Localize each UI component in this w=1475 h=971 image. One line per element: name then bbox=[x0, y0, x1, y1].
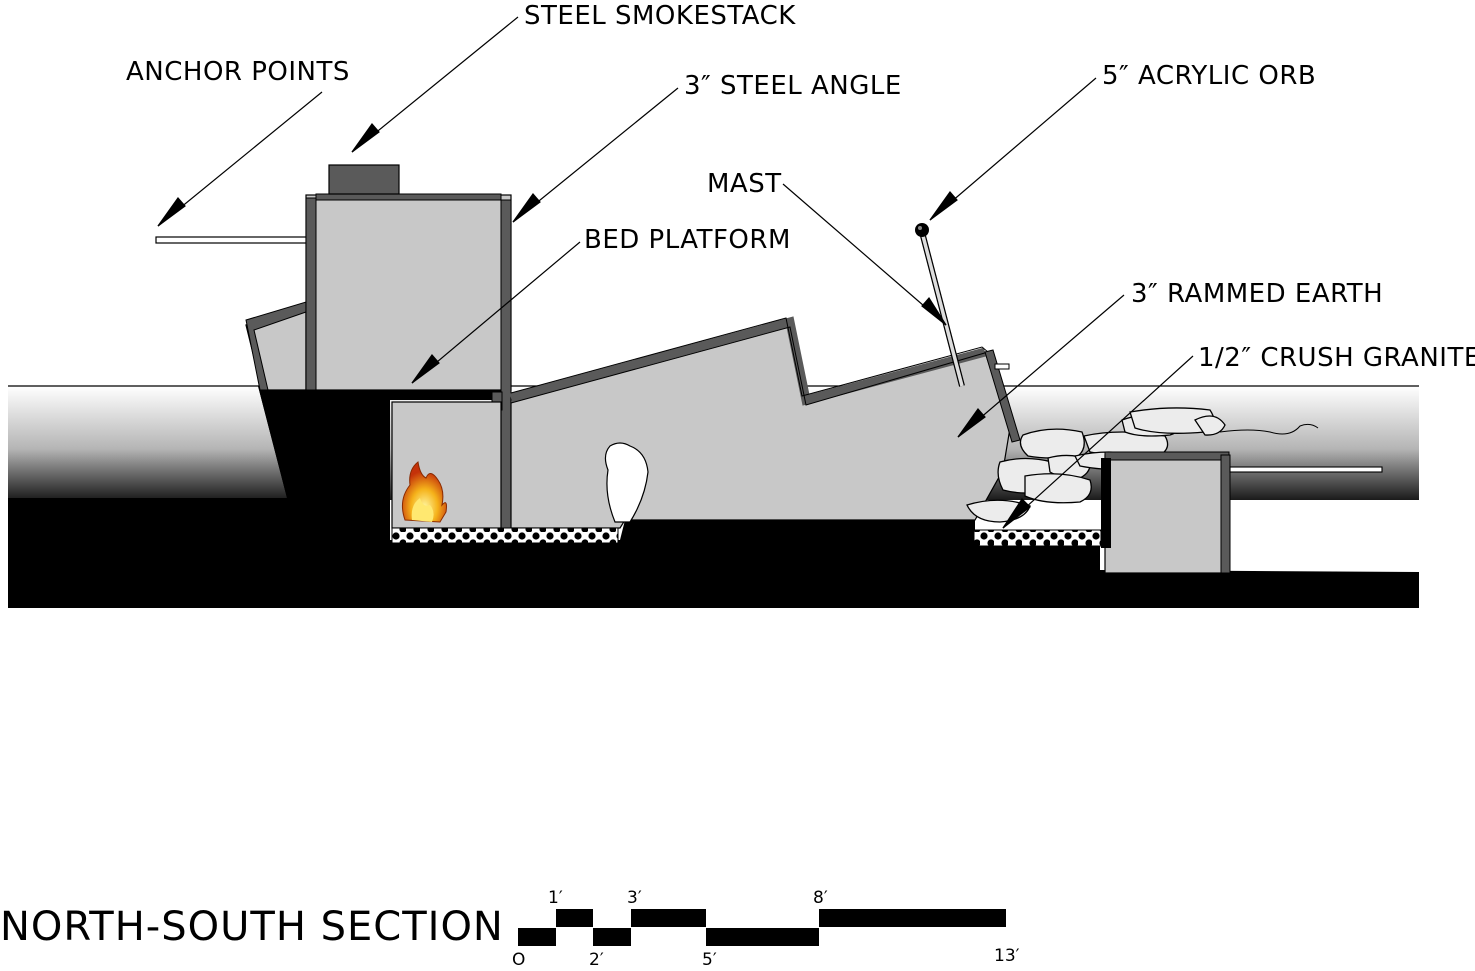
scale-label-3: 3′ bbox=[627, 888, 642, 908]
earth-wedge-left bbox=[258, 386, 390, 498]
main-stepped-wall bbox=[510, 321, 1011, 529]
drawing-title: NORTH-SOUTH SECTION bbox=[0, 904, 504, 950]
scale-label-5: 5′ bbox=[702, 950, 717, 970]
tower-body bbox=[305, 194, 512, 391]
scale-label-13: 13′ bbox=[994, 946, 1020, 966]
scale-label-8: 8′ bbox=[813, 888, 828, 908]
crush-granite-boulders bbox=[966, 407, 1226, 523]
label-acrylic-orb: 5″ ACRYLIC ORB bbox=[1102, 61, 1316, 91]
scale-seg-3-5 bbox=[631, 909, 706, 927]
scale-seg-5-8 bbox=[706, 928, 819, 946]
scale-label-1: 1′ bbox=[548, 888, 563, 908]
bed-platform bbox=[390, 390, 501, 400]
south-steel-angle bbox=[984, 349, 1021, 443]
scale-seg-1-2 bbox=[556, 909, 593, 927]
scale-seg-8-13 bbox=[819, 909, 1006, 927]
label-steel-smokestack: STEEL SMOKESTACK bbox=[524, 1, 796, 31]
interior-pillow bbox=[604, 442, 649, 523]
main-wall-steel-outline bbox=[510, 317, 990, 406]
gravel-bed-right bbox=[973, 529, 1102, 547]
anchor-rod-right bbox=[1229, 466, 1383, 473]
scale-bar: O 1′ 2′ 3′ 5′ 8′ 13′ bbox=[512, 888, 1020, 970]
gravel-bed-left bbox=[391, 527, 619, 544]
mast-pole-inner bbox=[920, 231, 964, 387]
ground-contour-line bbox=[1219, 423, 1319, 435]
fire-icon bbox=[401, 461, 447, 523]
scale-label-0: O bbox=[512, 950, 525, 970]
acrylic-orb-highlight bbox=[918, 226, 922, 230]
tower-top-angle bbox=[315, 193, 502, 201]
right-structure-steel-right bbox=[1220, 454, 1231, 574]
right-structure-steel-left bbox=[1101, 458, 1111, 548]
label-mast: MAST bbox=[707, 169, 782, 199]
anchor-stub-right bbox=[994, 363, 1010, 370]
tower-steel-right bbox=[500, 199, 512, 531]
acrylic-orb bbox=[915, 223, 929, 237]
leader-lines bbox=[157, 16, 1194, 529]
smokestack bbox=[328, 164, 400, 195]
right-structure-steel-top bbox=[1104, 451, 1230, 461]
label-crush-granite: 1/2″ CRUSH GRANITE bbox=[1198, 343, 1475, 373]
label-steel-angle: 3″ STEEL ANGLE bbox=[684, 71, 902, 101]
label-rammed-earth: 3″ RAMMED EARTH bbox=[1131, 279, 1383, 309]
scale-label-2: 2′ bbox=[589, 950, 604, 970]
scale-seg-2-3 bbox=[593, 928, 631, 946]
tower-steel-left bbox=[305, 197, 317, 391]
main-wall-steel-top bbox=[509, 316, 987, 406]
scale-seg-0-1 bbox=[518, 928, 556, 946]
label-bed-platform: BED PLATFORM bbox=[584, 225, 791, 255]
right-structure-body bbox=[1104, 454, 1230, 574]
label-anchor-points: ANCHOR POINTS bbox=[126, 57, 350, 87]
